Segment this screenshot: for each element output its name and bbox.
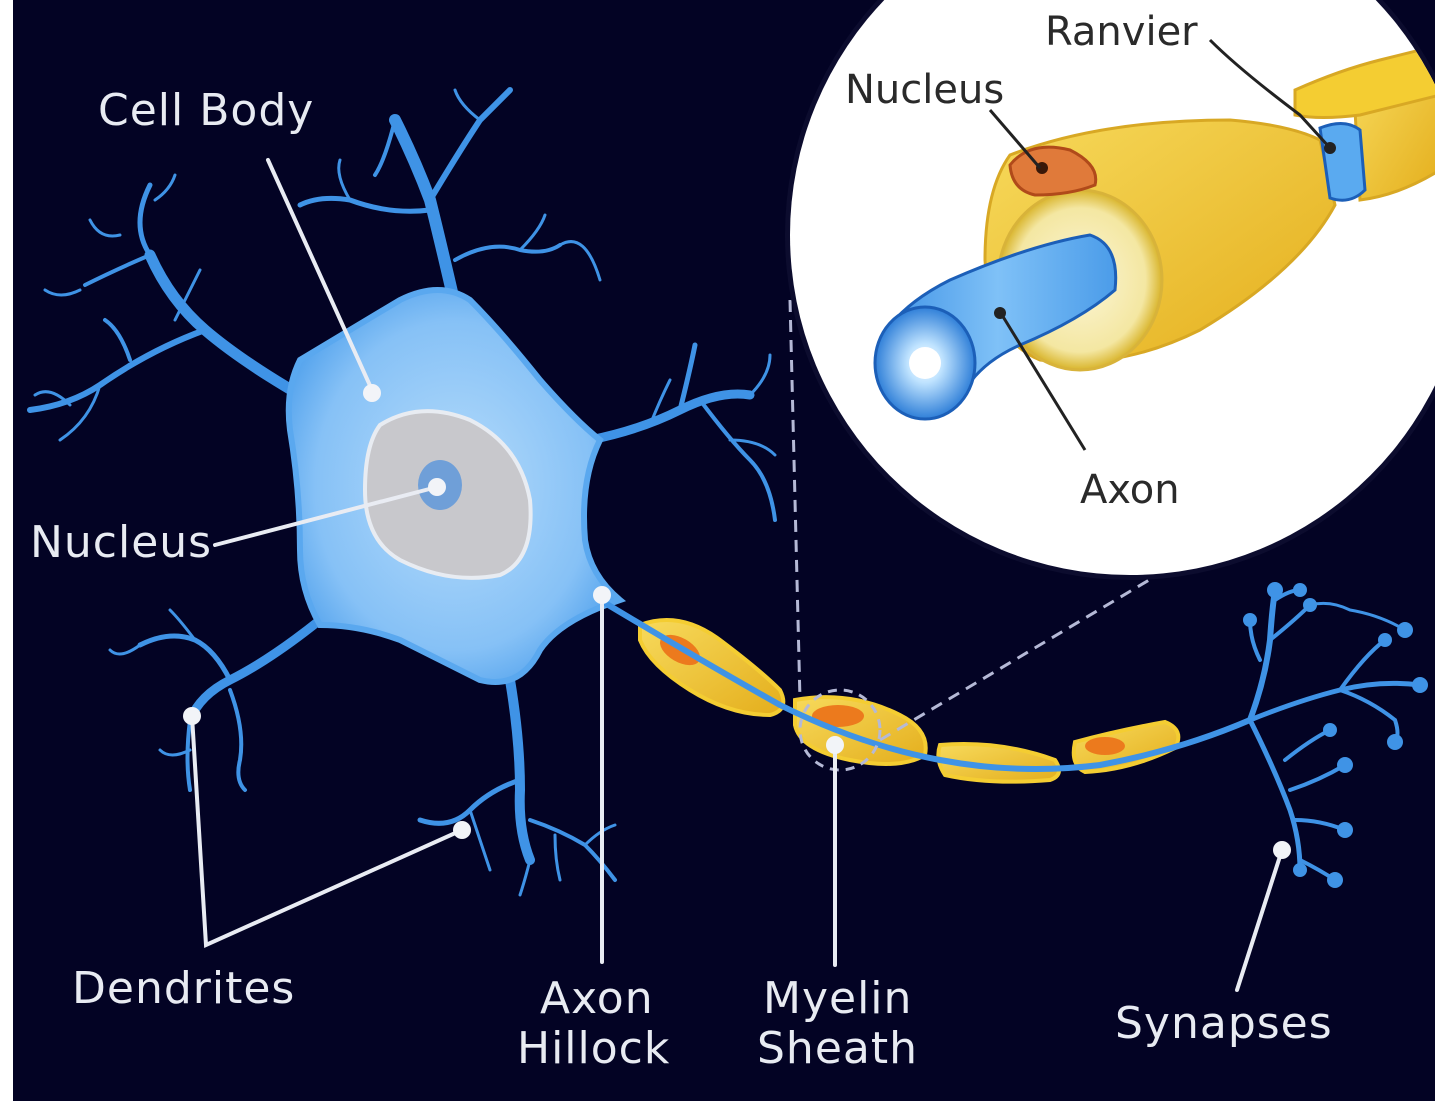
synapse-terminal — [1267, 582, 1283, 598]
label-nucleus: Nucleus — [30, 517, 212, 568]
inset-label-nucleus: Nucleus — [845, 67, 1004, 113]
label-synapses: Synapses — [1115, 998, 1333, 1049]
synapse-terminal — [1378, 633, 1392, 647]
synapse-terminal — [1387, 734, 1403, 750]
myelin-node — [1085, 737, 1125, 755]
synapse-terminal — [1303, 598, 1317, 612]
synapse-terminal — [1337, 822, 1353, 838]
synapse-terminal — [1293, 583, 1307, 597]
label-axon-hillock-1: Axon — [540, 973, 654, 1024]
inset-label-axon: Axon — [1080, 467, 1180, 513]
synapse-terminal — [1323, 723, 1337, 737]
label-cell-body: Cell Body — [98, 85, 314, 136]
synapse-terminal — [1337, 757, 1353, 773]
synapse-terminal — [1412, 677, 1428, 693]
left-white-strip — [0, 0, 13, 1101]
label-dendrites: Dendrites — [72, 963, 295, 1014]
inset-label-ranvier: Ranvier — [1045, 9, 1198, 55]
synapse-terminal — [1293, 863, 1307, 877]
label-myelin-2: Sheath — [757, 1023, 918, 1074]
label-myelin-1: Myelin — [763, 973, 912, 1024]
synapse-terminal — [1327, 872, 1343, 888]
synapse-terminal — [1243, 613, 1257, 627]
label-axon-hillock-2: Hillock — [517, 1023, 670, 1074]
synapse-terminal — [1397, 622, 1413, 638]
